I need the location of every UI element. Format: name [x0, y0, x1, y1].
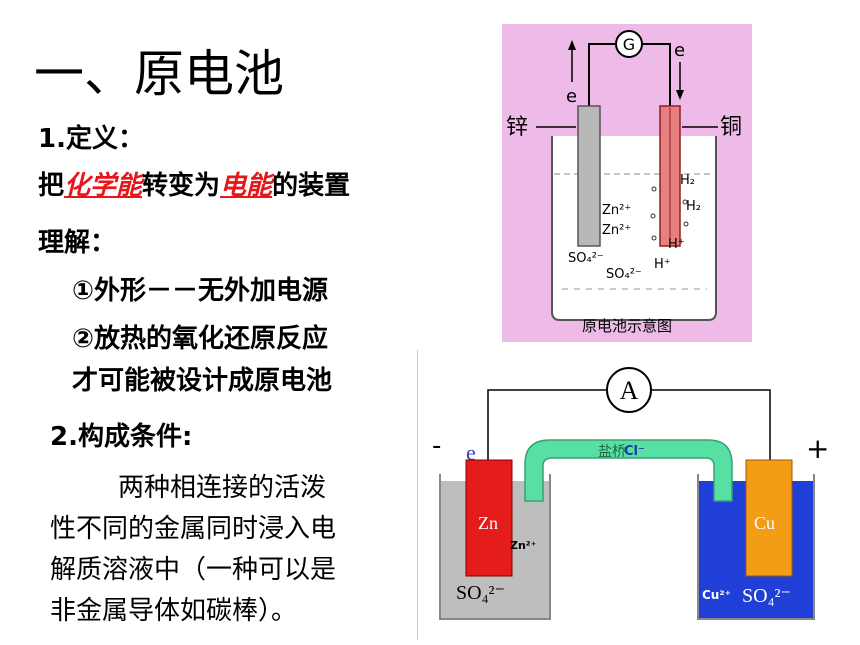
definition-suffix: 的装置: [272, 171, 351, 201]
understanding-point-2-line-1: ②放热的氧化还原反应: [72, 324, 329, 354]
left-beaker: [439, 474, 551, 620]
bubble-icon: [651, 186, 657, 192]
page-title: 一、原电池: [34, 45, 284, 103]
zinc-electrode: [465, 459, 513, 577]
bubble-icon: [683, 221, 689, 227]
conditions-line-3: 解质溶液中（一种可以是: [50, 555, 337, 585]
conditions-line-4: 非金属导体如碳棒）。: [50, 596, 298, 626]
hydrogen-gas-2: H₂: [686, 199, 701, 214]
ammeter-icon: [606, 367, 652, 413]
hydrogen-ion-1: H⁺: [668, 237, 685, 252]
minus-sign: -: [432, 431, 441, 461]
zinc-electrode: [577, 105, 601, 247]
understanding-heading: 理解：: [38, 228, 117, 258]
arrow-down-icon: [676, 90, 684, 100]
definition-text: 把化学能转变为电能的装置: [38, 165, 350, 202]
arrow-up-icon: [568, 40, 576, 50]
wire-right: [651, 389, 771, 462]
copper-electrode-label: Cu: [754, 513, 775, 533]
copper-electrode: [745, 459, 793, 577]
bubble-icon: [651, 235, 657, 241]
conditions-line-2: 性不同的金属同时浸入电: [50, 514, 337, 544]
hydrogen-ion-2: H⁺: [654, 257, 671, 272]
bubble-icon: [650, 213, 656, 219]
wire-right: [643, 43, 671, 106]
definition-prefix: 把: [38, 171, 65, 201]
definition-heading: 1.定义：: [38, 124, 144, 154]
copper-ion: Cu²⁺: [702, 588, 731, 602]
electron-label-right: e: [674, 40, 685, 61]
salt-bridge-cell-diagram: A - + e 盐桥 Cl⁻ Zn Zn²⁺ SO₄²⁻ Cu Cu²⁺ SO₄…: [432, 367, 829, 620]
right-beaker: [697, 474, 815, 620]
conditions-line-1: 两种相连接的活泼: [118, 473, 327, 503]
galvanometer-icon: [615, 30, 643, 58]
conditions-heading: 2.构成条件:: [50, 422, 193, 452]
plus-sign: +: [806, 432, 829, 465]
beaker: [551, 136, 717, 321]
wire-left: [487, 389, 607, 460]
divider: [417, 350, 418, 640]
galvanic-cell-diagram: G e e 锌 铜 Zn²⁺ Zn²⁺ SO₄²⁻ SO₄²⁻ H₂ H₂ H⁺…: [502, 24, 752, 342]
zinc-label: 锌: [506, 115, 528, 140]
understanding-point-1: ①外形－－无外加电源: [72, 276, 329, 306]
electron-label: e: [466, 440, 476, 465]
sulfate-ion-right: SO₄²⁻: [742, 585, 791, 607]
term-electrical-energy: 电能: [220, 171, 273, 201]
zinc-ion: Zn²⁺: [510, 539, 537, 552]
understanding-point-2-line-2: 才可能被设计成原电池: [72, 366, 333, 396]
zinc-electrode-label: Zn: [478, 513, 498, 533]
hydrogen-gas-1: H₂: [680, 173, 695, 188]
salt-bridge: [524, 439, 733, 502]
wire-left: [588, 43, 615, 106]
diagram-caption: 原电池示意图: [582, 317, 672, 335]
zinc-ion-2: Zn²⁺: [602, 223, 631, 238]
copper-label: 铜: [720, 115, 742, 140]
definition-middle: 转变为: [142, 171, 221, 201]
zinc-ion-1: Zn²⁺: [602, 203, 631, 218]
sulfate-ion-left: SO₄²⁻: [456, 582, 505, 604]
bubble-icon: [682, 199, 688, 205]
electron-label-left: e: [566, 86, 577, 107]
chloride-ion: Cl⁻: [624, 444, 645, 459]
galvanometer-label: G: [623, 35, 635, 54]
sulfate-ion-1: SO₄²⁻: [568, 251, 604, 266]
sulfate-ion-2: SO₄²⁻: [606, 267, 642, 282]
salt-bridge-label: 盐桥: [598, 444, 626, 460]
term-chemical-energy: 化学能: [64, 171, 143, 201]
ammeter-label: A: [620, 376, 639, 405]
